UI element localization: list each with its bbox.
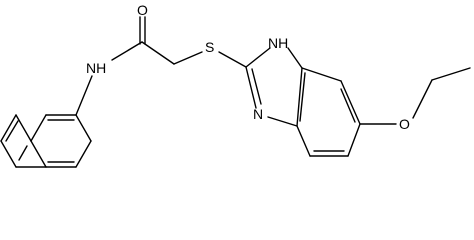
bond <box>287 47 303 69</box>
thioether-sulfur-label: S <box>205 39 214 55</box>
carbonyl-oxygen-label: O <box>137 2 148 18</box>
chemical-structure-diagram: O NH S NH N O <box>0 2 471 168</box>
ether-oxygen-label: O <box>399 116 410 132</box>
bond <box>5 120 19 142</box>
bond <box>301 67 342 82</box>
bond <box>340 88 356 123</box>
bond <box>347 123 361 157</box>
bond <box>251 68 262 105</box>
bond <box>431 67 471 81</box>
bond-layer <box>0 16 471 168</box>
bond <box>141 41 175 65</box>
bond <box>18 145 28 161</box>
bond <box>412 79 433 119</box>
bond <box>75 140 92 168</box>
bond <box>299 72 306 122</box>
bond <box>245 47 271 68</box>
atom-labels: O NH S NH N O <box>86 2 410 132</box>
bond <box>296 125 311 157</box>
amide-nitrogen-label: NH <box>86 60 106 76</box>
bond <box>15 114 32 142</box>
bond <box>30 140 47 168</box>
bond <box>245 66 257 109</box>
bond <box>75 114 92 142</box>
imidazole-nh-label: NH <box>268 35 288 51</box>
bond <box>30 114 47 142</box>
bond <box>296 67 303 127</box>
bond <box>218 51 247 68</box>
bond <box>0 114 17 142</box>
bond <box>267 116 298 127</box>
bond <box>173 51 203 65</box>
bond <box>111 41 143 61</box>
bond <box>75 75 93 116</box>
imidazole-n-label: N <box>253 106 263 122</box>
bond <box>0 140 17 168</box>
bond <box>340 80 361 125</box>
